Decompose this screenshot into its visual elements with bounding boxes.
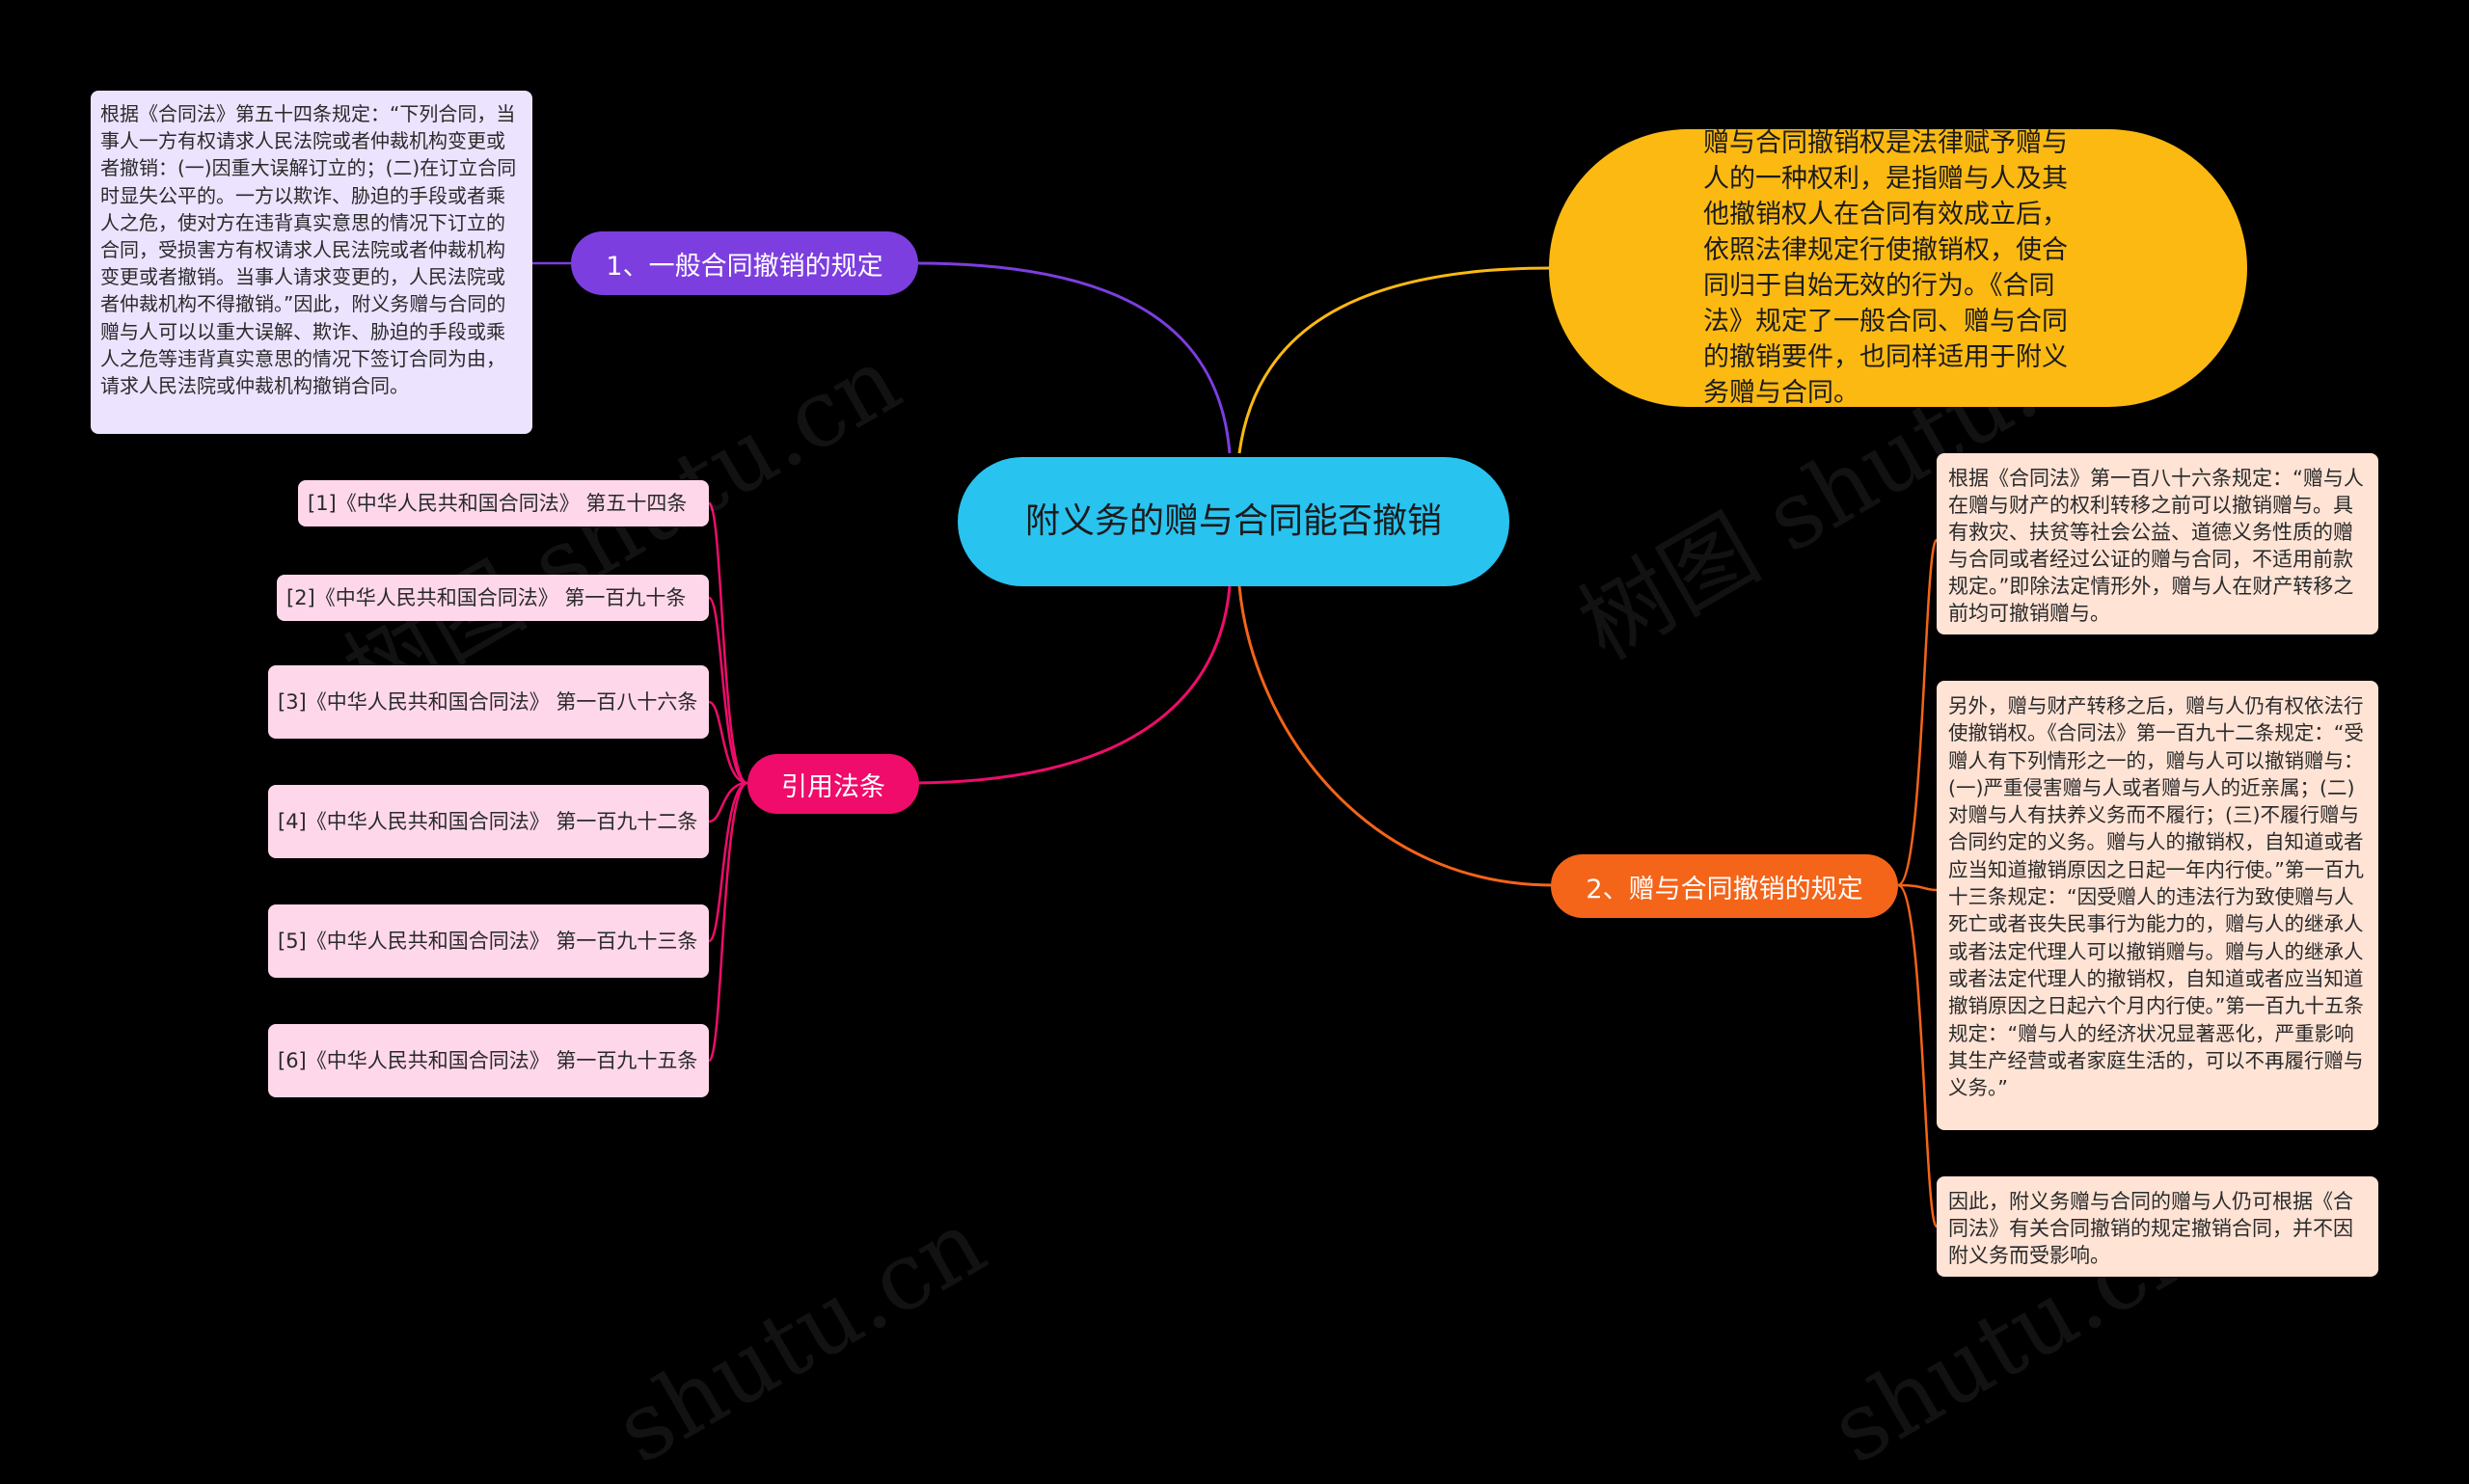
branch-label: 2、赠与合同撤销的规定 bbox=[1586, 874, 1863, 904]
link-branch3-cite-6 bbox=[707, 781, 748, 1063]
link-root-branch1 bbox=[915, 261, 1232, 454]
link-branch3-cite-2 bbox=[707, 596, 748, 785]
branch2-detail-card-3: 因此，附义务赠与合同的赠与人仍可根据《合同法》有关合同撤销的规定撤销合同，并不因… bbox=[1937, 1176, 2378, 1277]
branch-label: 1、一般合同撤销的规定 bbox=[606, 251, 883, 282]
branch2-detail-text: 根据《合同法》第一百八十六条规定：“赠与人在赠与财产的权利转移之前可以撤销赠与。… bbox=[1948, 467, 2364, 625]
citation-text: [4]《中华人民共和国合同法》 第一百九十二条 bbox=[278, 810, 698, 833]
link-branch2-card-1 bbox=[1897, 538, 1939, 887]
link-root-branch2 bbox=[1237, 585, 1554, 887]
summary-text: 赠与合同撤销权是法律赋予赠与人的一种权利，是指赠与人及其他撤销权人在合同有效成立… bbox=[1703, 128, 2068, 408]
branch1-detail-text: 根据《合同法》第五十四条规定：“下列合同，当事人一方有权请求人民法院或者仲裁机构… bbox=[100, 102, 517, 398]
link-root-summary bbox=[1237, 266, 1552, 454]
link-branch3-cite-1 bbox=[707, 501, 748, 785]
citation-text: [1]《中华人民共和国合同法》 第五十四条 bbox=[308, 492, 688, 515]
branch-cited-laws[interactable]: 引用法条 bbox=[747, 754, 919, 814]
branch-label: 引用法条 bbox=[781, 771, 885, 802]
citation-text: [6]《中华人民共和国合同法》 第一百九十五条 bbox=[278, 1049, 698, 1072]
summary-topic[interactable]: 赠与合同撤销权是法律赋予赠与人的一种权利，是指赠与人及其他撤销权人在合同有效成立… bbox=[1549, 128, 2247, 408]
citation-text: [2]《中华人民共和国合同法》 第一百九十条 bbox=[286, 586, 687, 609]
link-branch3-cite-4 bbox=[708, 781, 748, 823]
link-branch2-card-2 bbox=[1897, 883, 1938, 892]
citation-item[interactable]: [1]《中华人民共和国合同法》 第五十四条 bbox=[298, 480, 709, 526]
root-topic-label: 附义务的赠与合同能否撤销 bbox=[1024, 501, 1442, 541]
branch2-detail-text: 另外，赠与财产转移之后，赠与人仍有权依法行使撤销权。《合同法》第一百九十二条规定… bbox=[1948, 694, 2364, 1100]
link-branch3-cite-5 bbox=[708, 781, 748, 943]
citation-item[interactable]: [3]《中华人民共和国合同法》 第一百八十六条 bbox=[268, 665, 709, 739]
branch2-detail-card-1: 根据《合同法》第一百八十六条规定：“赠与人在赠与财产的权利转移之前可以撤销赠与。… bbox=[1937, 453, 2378, 634]
branch2-detail-card-2: 另外，赠与财产转移之后，赠与人仍有权依法行使撤销权。《合同法》第一百九十二条规定… bbox=[1937, 681, 2378, 1130]
mindmap-canvas: 树图 shutu.cn 树图 shutu.cn shutu.cn shutu.c… bbox=[91, 91, 2378, 1484]
citation-item[interactable]: [2]《中华人民共和国合同法》 第一百九十条 bbox=[277, 575, 709, 621]
citation-item[interactable]: [4]《中华人民共和国合同法》 第一百九十二条 bbox=[268, 785, 709, 858]
branch-general-contract-revocation[interactable]: 1、一般合同撤销的规定 bbox=[571, 231, 918, 295]
citation-text: [3]《中华人民共和国合同法》 第一百八十六条 bbox=[278, 690, 698, 714]
branch-gift-contract-revocation[interactable]: 2、赠与合同撤销的规定 bbox=[1551, 854, 1898, 918]
connector-lines bbox=[532, 261, 1939, 1228]
branch1-detail-card: 根据《合同法》第五十四条规定：“下列合同，当事人一方有权请求人民法院或者仲裁机构… bbox=[91, 91, 532, 434]
citation-item[interactable]: [6]《中华人民共和国合同法》 第一百九十五条 bbox=[268, 1024, 709, 1097]
citation-text: [5]《中华人民共和国合同法》 第一百九十三条 bbox=[278, 930, 698, 953]
root-topic[interactable]: 附义务的赠与合同能否撤销 bbox=[958, 457, 1509, 586]
link-root-branch3 bbox=[915, 585, 1232, 785]
branch2-detail-text: 因此，附义务赠与合同的赠与人仍可根据《合同法》有关合同撤销的规定撤销合同，并不因… bbox=[1948, 1190, 2353, 1267]
link-branch3-cite-3 bbox=[708, 700, 748, 785]
link-branch2-card-3 bbox=[1897, 883, 1939, 1228]
citation-item[interactable]: [5]《中华人民共和国合同法》 第一百九十三条 bbox=[268, 904, 709, 978]
